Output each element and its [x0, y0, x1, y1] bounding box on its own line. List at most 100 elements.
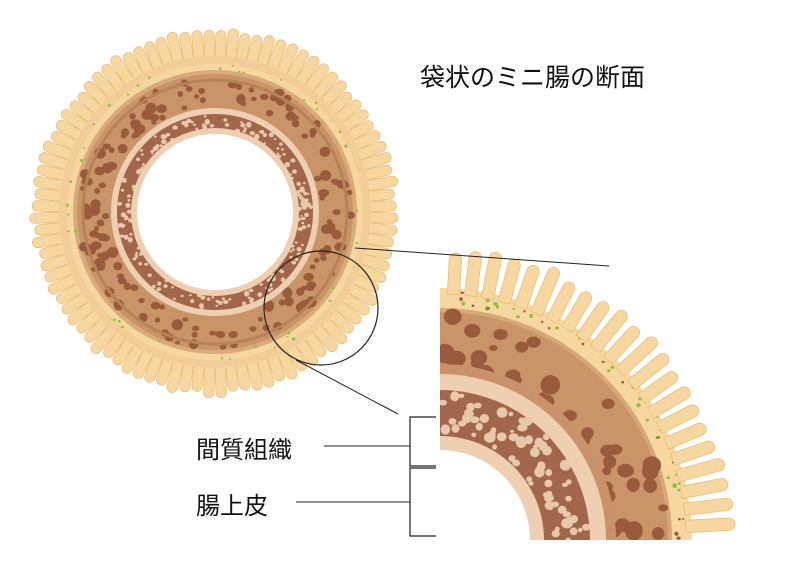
zoom-epithelium-dot [495, 305, 500, 309]
zoom-epithelium-spot [471, 304, 475, 307]
stroma-spot [306, 281, 317, 289]
inner-mesh-hole [259, 129, 265, 134]
inner-mesh-hole [242, 129, 246, 133]
inner-mesh-hole [273, 138, 277, 141]
stroma-spot [150, 301, 161, 310]
stroma-spot [282, 287, 293, 299]
inner-mesh-hole [297, 227, 303, 231]
inner-mesh-hole [299, 186, 305, 191]
inner-mesh-hole [127, 198, 131, 202]
zoom-epithelium-spot [656, 436, 659, 439]
zoom-stroma-spot [540, 375, 560, 395]
epithelium-dot [117, 319, 121, 323]
inner-mesh-hole [156, 287, 162, 292]
inner-mesh-hole [201, 123, 206, 127]
inner-mesh-hole [198, 303, 204, 308]
zoom-epithelium-dot [485, 298, 490, 303]
epithelium-dot [229, 358, 232, 361]
zoom-mesh-hole [544, 493, 554, 503]
stroma-spot [296, 287, 305, 296]
zoom-epithelium-dot [461, 301, 466, 306]
zoom-mesh-hole [508, 411, 514, 417]
inner-mesh-hole [243, 127, 247, 131]
inner-mesh-hole [140, 153, 144, 156]
stroma-spot [123, 282, 131, 291]
inner-mesh-hole [150, 149, 155, 153]
epithelium-dot [67, 213, 70, 216]
inner-mesh-hole [136, 157, 141, 161]
zoom-mesh-hole [458, 393, 465, 399]
zoom-mesh-hole [473, 402, 482, 409]
zoom-mesh-hole [521, 417, 533, 426]
stroma-spot [345, 190, 353, 195]
zoom-mesh-hole [484, 432, 496, 443]
stroma-spot [326, 219, 333, 225]
stroma-spot [301, 133, 309, 139]
inner-mesh-hole [280, 269, 285, 274]
zoom-epithelium-dot [529, 313, 534, 318]
inner-mesh-hole [126, 209, 132, 214]
inner-mesh-hole [132, 257, 137, 261]
inner-mesh-hole [289, 250, 293, 253]
zoom-mesh-hole [542, 433, 550, 441]
epithelium-dot [218, 67, 222, 70]
stroma-spot [309, 127, 317, 136]
inner-mesh-hole [119, 234, 125, 238]
stroma-spot [108, 147, 115, 154]
inner-mesh-hole [209, 124, 215, 128]
inner-mesh-hole [244, 290, 250, 297]
stroma-spot [291, 119, 300, 128]
inner-mesh-hole [203, 115, 207, 118]
stroma-spot [309, 264, 316, 270]
zoom-mesh-hole [565, 479, 572, 485]
epithelium-dot [254, 345, 258, 349]
inner-mesh-hole [266, 278, 271, 282]
zoom-epithelium-spot [541, 320, 544, 323]
stroma-spot [90, 199, 101, 210]
zoom-mesh-hole [457, 420, 467, 427]
stroma-spot [177, 91, 184, 97]
stroma-spot [319, 146, 331, 157]
epithelium-dot [66, 205, 69, 208]
zoom-epithelium-spot [674, 531, 679, 536]
stroma-spot [199, 97, 206, 104]
stroma-spot [248, 87, 255, 93]
stroma-spot [263, 299, 275, 312]
epithelium-dot [280, 79, 282, 81]
epithelium-dot [108, 104, 111, 107]
epithelium-dot [286, 336, 289, 338]
zoom-epithelium-dot [666, 476, 670, 480]
zoom-stroma-spot [489, 345, 498, 351]
inner-mesh-hole [259, 283, 263, 286]
stroma-spot [159, 304, 165, 310]
epithelium-dot [355, 242, 359, 244]
stroma-spot [285, 111, 297, 121]
epithelium-dot [66, 203, 69, 206]
inner-mesh-hole [296, 190, 300, 195]
inner-mesh-hole [125, 202, 131, 208]
inner-mesh-hole [297, 193, 302, 197]
stroma-spot [257, 316, 263, 322]
zoom-mesh-hole [440, 424, 451, 435]
inner-mesh-hole [246, 121, 252, 128]
inner-mesh-hole [127, 194, 131, 198]
epithelium-dot [328, 299, 332, 302]
mid-band [81, 78, 349, 346]
zoom-mesh-hole [582, 523, 591, 531]
inner-mesh-hole [171, 286, 174, 289]
inner-mesh-hole [116, 202, 123, 206]
inner-mesh-hole [120, 212, 127, 218]
zoom-stroma-spot [603, 455, 617, 469]
zoom-epithelium-dot [515, 315, 520, 319]
inner-mesh-hole [151, 152, 154, 155]
inner-mesh-hole [215, 304, 219, 307]
inner-mesh-hole [215, 299, 219, 303]
inner-mesh-hole [307, 192, 310, 195]
zoom-mesh-hole [509, 429, 515, 433]
zoom-epithelium-spot [486, 307, 490, 310]
inner-mesh-hole [153, 145, 159, 150]
inner-mesh-hole [296, 246, 302, 252]
zoom-mesh-hole [512, 459, 521, 467]
inner-mesh-hole [189, 293, 192, 297]
